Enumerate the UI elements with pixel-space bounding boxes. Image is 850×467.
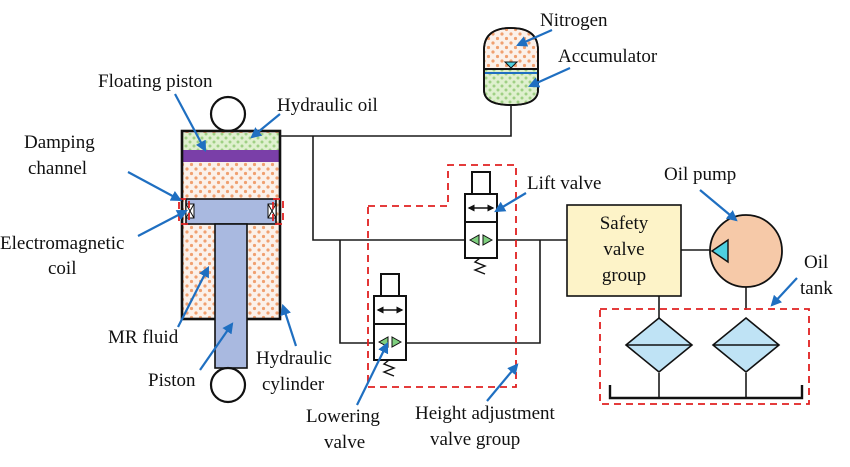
damping-channel-left: [178, 198, 190, 225]
hydraulic-cylinder: [178, 95, 284, 404]
label-height-adjustment-1: Height adjustment: [415, 403, 556, 424]
top-mount-eye: [209, 95, 247, 133]
arrow-electromagnetic-coil: [137, 209, 188, 237]
label-lift-valve: Lift valve: [527, 173, 601, 194]
arrow-oil-pump: [699, 189, 738, 222]
arrow-nitrogen: [515, 28, 553, 47]
arrow-piston: [199, 322, 234, 371]
safety-valve-label-2: valve: [603, 239, 644, 260]
hydraulic-lines: [280, 105, 804, 400]
label-lowering-valve-1: Lowering: [306, 406, 380, 427]
filter-right: [711, 316, 781, 374]
arrow-oil-tank: [770, 277, 798, 307]
arrow-lowering-valve: [356, 342, 389, 406]
lift-valve-symbol: [464, 171, 498, 275]
electromagnetic-coil-right: [267, 203, 277, 219]
piston-rod: [214, 223, 248, 369]
label-mr-fluid: MR fluid: [108, 327, 179, 348]
arrow-lift-valve: [494, 192, 527, 213]
label-nitrogen: Nitrogen: [540, 10, 608, 31]
label-hydraulic-oil: Hydraulic oil: [277, 95, 378, 116]
floating-piston: [182, 150, 280, 162]
label-damping-channel-1: Damping: [24, 132, 95, 153]
arrow-floating-piston: [174, 93, 207, 152]
electromagnetic-coil-left: [185, 203, 195, 219]
label-electromagnetic-coil-1: Electromagnetic: [0, 233, 125, 254]
label-hydraulic-cylinder-1: Hydraulic: [256, 348, 332, 369]
oil-pump-symbol: [709, 214, 783, 288]
label-oil-tank-2: tank: [800, 278, 833, 299]
arrow-accumulator: [527, 66, 571, 88]
label-oil-tank-1: Oil: [804, 252, 828, 273]
label-oil-pump: Oil pump: [664, 164, 736, 185]
arrow-damping-channel: [127, 171, 182, 202]
safety-valve-group-box: [566, 204, 682, 297]
filter-left: [624, 316, 694, 374]
label-accumulator: Accumulator: [558, 46, 658, 67]
arrow-height-adjustment: [486, 363, 519, 402]
accumulator: [483, 27, 539, 106]
arrow-hydraulic-cylinder: [280, 303, 298, 347]
bottom-mount-eye: [209, 366, 247, 404]
safety-valve-label-3: group: [602, 265, 646, 286]
label-height-adjustment-2: valve group: [430, 429, 520, 450]
label-hydraulic-cylinder-2: cylinder: [262, 374, 325, 395]
piston-head: [185, 198, 277, 225]
label-electromagnetic-coil-2: coil: [48, 258, 77, 279]
leader-arrows: [127, 28, 798, 406]
damping-channel-right: [272, 198, 284, 225]
safety-valve-label-1: Safety: [600, 213, 649, 234]
label-piston: Piston: [148, 370, 196, 391]
arrow-mr-fluid: [177, 266, 209, 328]
height-adjustment-group-outline: [367, 164, 517, 388]
arrow-hydraulic-oil: [250, 113, 281, 139]
label-damping-channel-2: channel: [28, 158, 87, 179]
label-lowering-valve-2: valve: [324, 432, 365, 453]
label-floating-piston: Floating piston: [98, 71, 213, 92]
oil-tank-outline: [599, 308, 810, 405]
